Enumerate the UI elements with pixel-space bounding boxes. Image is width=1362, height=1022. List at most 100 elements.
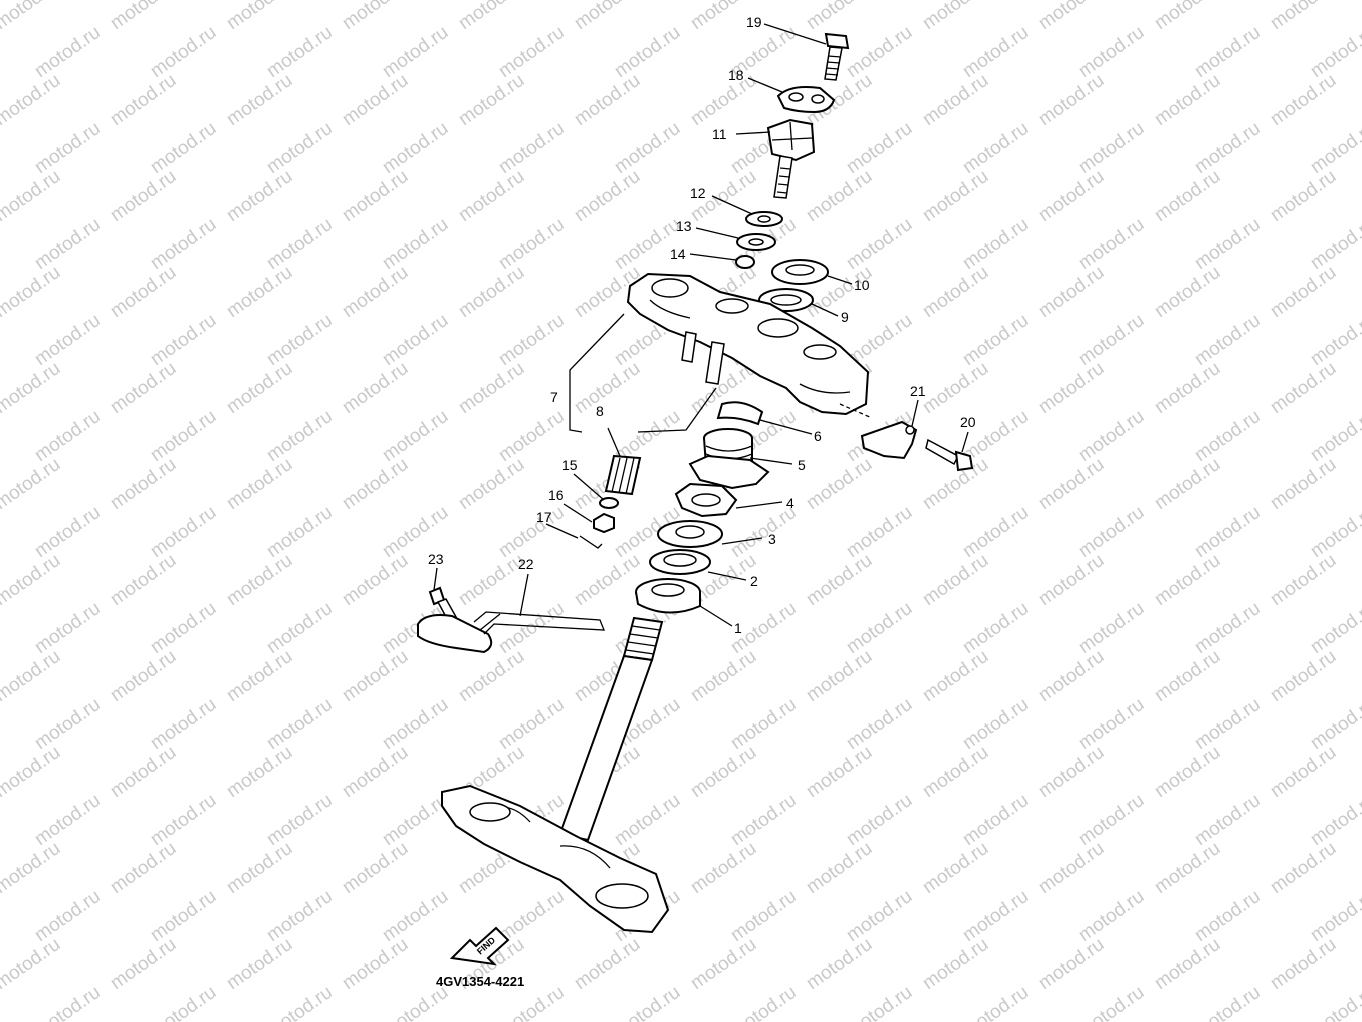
watermark-text: motod.ru (495, 118, 568, 178)
watermark-text: motod.ru (1307, 406, 1362, 466)
callout-8: 8 (596, 403, 604, 419)
leader-7-bracket (569, 313, 625, 433)
watermark-text: motod.ru (147, 118, 220, 178)
watermark-text: motod.ru (147, 598, 220, 658)
watermark-text: motod.ru (31, 982, 104, 1022)
watermark-text: motod.ru (107, 166, 180, 226)
watermark-text: motod.ru (919, 166, 992, 226)
watermark-text: motod.ru (1035, 166, 1108, 226)
watermark-text: motod.ru (1267, 70, 1340, 130)
callout-9: 9 (841, 309, 849, 325)
watermark-text: motod.ru (1307, 886, 1362, 946)
watermark-text: motod.ru (611, 22, 684, 82)
watermark-text: motod.ru (1035, 838, 1108, 898)
watermark-text: motod.ru (611, 118, 684, 178)
watermark-text: motod.ru (0, 838, 64, 898)
watermark-text: motod.ru (1267, 934, 1340, 994)
watermark-text: motod.ru (0, 0, 64, 34)
watermark-text: motod.ru (455, 646, 528, 706)
watermark-text: motod.ru (1151, 70, 1224, 130)
watermark-text: motod.ru (1191, 406, 1264, 466)
watermark-text: motod.ru (455, 166, 528, 226)
watermark-text: motod.ru (919, 358, 992, 418)
watermark-text: motod.ru (1151, 166, 1224, 226)
watermark-text: motod.ru (687, 838, 760, 898)
watermark-text: motod.ru (263, 886, 336, 946)
watermark-text: motod.ru (1191, 694, 1264, 754)
watermark-text: motod.ru (107, 454, 180, 514)
watermark-text: motod.ru (1267, 454, 1340, 514)
watermark-text: motod.ru (0, 934, 64, 994)
watermark-text: motod.ru (147, 406, 220, 466)
watermark-text: motod.ru (803, 166, 876, 226)
watermark-text: motod.ru (223, 166, 296, 226)
watermark-text: motod.ru (1267, 838, 1340, 898)
watermark-text: motod.ru (1075, 982, 1148, 1022)
watermark-text: motod.ru (1307, 694, 1362, 754)
watermark-text: motod.ru (687, 646, 760, 706)
watermark-text: motod.ru (31, 886, 104, 946)
watermark-text: motod.ru (263, 598, 336, 658)
steering-stem (558, 616, 664, 842)
watermark-text: motod.ru (1035, 358, 1108, 418)
watermark-text: motod.ru (379, 22, 452, 82)
part-4-ring-nut (674, 482, 738, 518)
watermark-text: motod.ru (803, 550, 876, 610)
watermark-text: motod.ru (611, 790, 684, 850)
watermark-text: motod.ru (31, 502, 104, 562)
watermark-text: motod.ru (339, 550, 412, 610)
part-22-cable-guide (417, 611, 605, 654)
watermark-text: motod.ru (147, 790, 220, 850)
watermark-text: motod.ru (959, 598, 1032, 658)
watermark-text: motod.ru (495, 22, 568, 82)
watermark-text: motod.ru (919, 838, 992, 898)
watermark-text: motod.ru (1035, 646, 1108, 706)
watermark-text: motod.ru (223, 646, 296, 706)
watermark-text: motod.ru (843, 982, 916, 1022)
part-callouts: 19 18 11 12 13 14 10 9 7 8 6 5 4 3 2 1 1… (428, 14, 976, 636)
watermark-text: motod.ru (263, 118, 336, 178)
watermark-text: motod.ru (803, 934, 876, 994)
watermark-text: motod.ru (1151, 454, 1224, 514)
watermark-text: motod.ru (959, 22, 1032, 82)
watermark-text: motod.ru (803, 838, 876, 898)
watermark-text: motod.ru (147, 694, 220, 754)
part-11-handlebar-holder (766, 118, 816, 199)
watermark-text: motod.ru (1191, 598, 1264, 658)
watermark-text: motod.ru (1151, 262, 1224, 322)
part-16-nut (593, 512, 615, 534)
watermark-text: motod.ru (1307, 22, 1362, 82)
callout-5: 5 (798, 457, 806, 473)
part-17-cotter-pin (579, 535, 603, 549)
watermark-text: motod.ru (339, 262, 412, 322)
watermark-text: motod.ru (379, 886, 452, 946)
part-19-bolt (824, 32, 850, 81)
watermark-text: motod.ru (107, 646, 180, 706)
watermark-text: motod.ru (147, 502, 220, 562)
watermark-text: motod.ru (263, 694, 336, 754)
watermark-text: motod.ru (959, 310, 1032, 370)
watermark-text: motod.ru (843, 886, 916, 946)
watermark-text: motod.ru (1191, 214, 1264, 274)
watermark-text: motod.ru (223, 838, 296, 898)
watermark-text: motod.ru (107, 0, 180, 34)
watermark-text: motod.ru (0, 454, 64, 514)
watermark-text: motod.ru (1191, 118, 1264, 178)
watermark-text: motod.ru (803, 454, 876, 514)
callout-12: 12 (690, 185, 706, 201)
watermark-text: motod.ru (223, 550, 296, 610)
watermark-text: motod.ru (263, 502, 336, 562)
watermark-text: motod.ru (1035, 454, 1108, 514)
watermark-text: motod.ru (1307, 982, 1362, 1022)
watermark-text: motod.ru (843, 694, 916, 754)
watermark-text: motod.ru (495, 310, 568, 370)
watermark-text: motod.ru (1307, 118, 1362, 178)
watermark-text: motod.ru (571, 358, 644, 418)
callout-15: 15 (562, 457, 578, 473)
watermark-text: motod.ru (1035, 934, 1108, 994)
watermark-text: motod.ru (1075, 310, 1148, 370)
callout-7: 7 (550, 389, 558, 405)
watermark-text: motod.ru (919, 646, 992, 706)
watermark-text: motod.ru (107, 358, 180, 418)
watermark-text: motod.ru (379, 118, 452, 178)
